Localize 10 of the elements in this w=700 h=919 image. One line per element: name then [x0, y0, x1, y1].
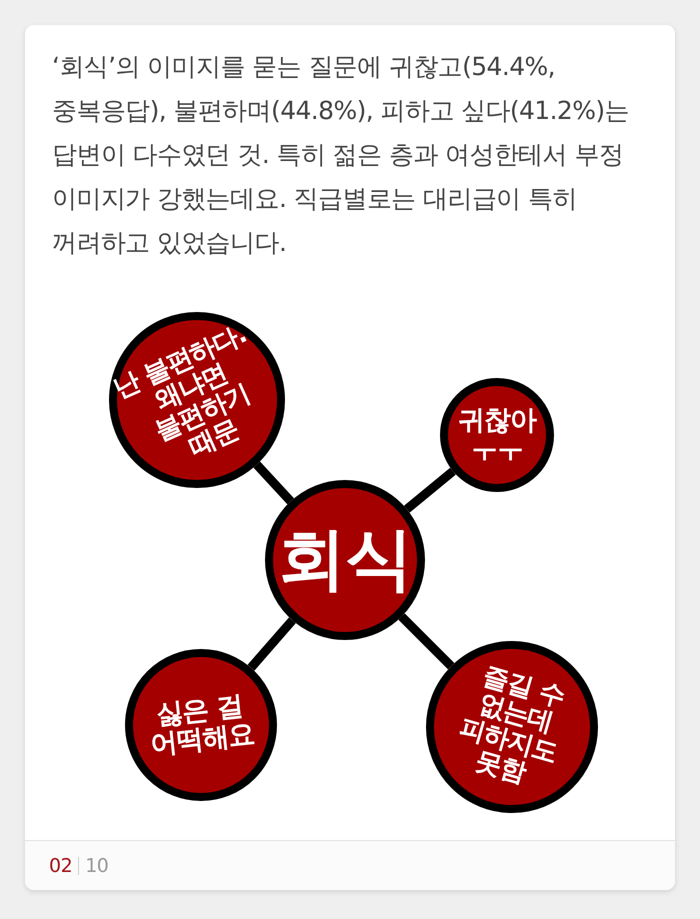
- description-paragraph: ‘회식’의 이미지를 묻는 질문에 귀찮고(54.4%, 중복응답), 불편하며(44.8%), 피하고 싶다(41.2%)는 답변이 다수였던 것. 특히 젊은 층과 여성한테서 부정 이미지가 강했는데요. 직급별로는 대리급이 특히 꺼려하고 있었습니다.: [52, 51, 630, 259]
- total-page-count: 10: [85, 854, 108, 876]
- node-label: 귀찮아 ㅜㅜ: [457, 406, 538, 464]
- node-label: 싫은 걸 어떡해요: [148, 690, 257, 761]
- current-page-number: 02: [49, 854, 72, 876]
- connector-line: [248, 617, 296, 671]
- connector-line: [253, 462, 294, 504]
- node-label: 회식: [277, 523, 413, 597]
- connector-line: [404, 468, 456, 513]
- connector-line: [398, 613, 454, 670]
